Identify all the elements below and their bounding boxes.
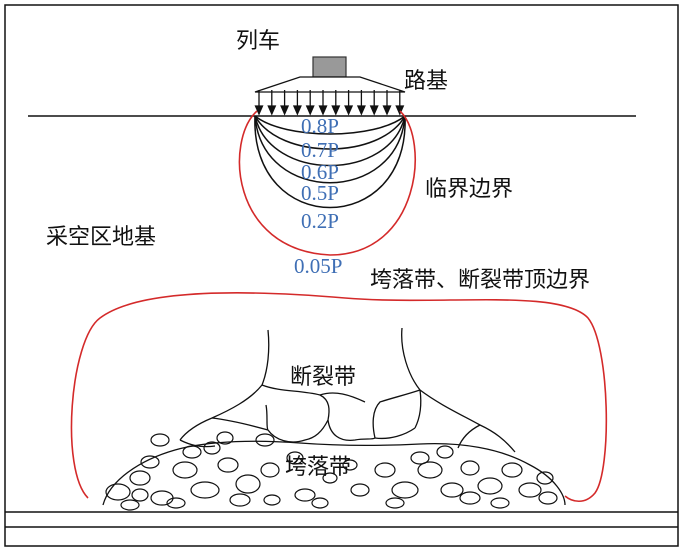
rubble-stone [172,461,198,479]
load-arrow-head [318,105,328,116]
goaf-foundation-label: 采空区地基 [46,225,156,250]
rubble-stone [260,462,280,478]
rubble-stone [105,483,131,501]
rubble-stone [120,499,140,511]
rubble-stone [182,445,202,459]
rubble-stone [518,482,542,498]
stress-bulb-0.6P [254,115,406,167]
stress-bulbs [254,115,406,209]
rubble-stone [166,497,186,509]
rubble-stone [417,461,443,479]
rubble-stone [460,460,480,476]
load-arrow-head [280,105,290,116]
load-arrow-head [356,105,366,116]
rubble-stone [263,494,281,506]
rubble-stone [385,497,405,509]
contour-label-0.2P: 0.2P [301,209,339,233]
rubble-stone [374,462,396,478]
stress-bulb-0.5P [254,115,406,184]
rubble-stone [536,471,554,485]
rubble-stone [129,470,151,486]
critical-boundary-curve [238,110,416,256]
collapse-fracture-top-label: 垮落带、断裂带顶边界 [370,268,590,293]
load-arrow-head [344,105,354,116]
subgrade-embankment [254,76,406,93]
rubble-stone [190,481,220,499]
rubble-stone [203,441,221,455]
rubble-stone [229,493,251,507]
contour-label-0.6P: 0.6P [301,160,339,184]
rubble-stone [131,488,149,502]
rubble-stone [235,474,261,494]
fracture-zone-label: 断裂带 [290,365,356,390]
rubble-stone [490,497,510,509]
diagram-border [4,4,679,547]
load-arrow-head [267,105,277,116]
load-arrow-head [331,105,341,116]
train-load-block [312,56,347,78]
load-arrow-head [292,105,302,116]
contour-label-0.05P: 0.05P [294,254,342,278]
collapse-zone-outline [102,440,566,506]
stress-bulb-0.2P [254,115,406,209]
stress-bulb-0.8P [254,115,406,135]
rubble-stone [150,433,170,447]
train-label: 列车 [236,29,280,54]
rubble-stone [255,433,275,447]
collapse-zone-label: 垮落带 [285,455,351,480]
rubble-stone [150,490,174,506]
rubble-stone [216,431,234,445]
rubble-stone [410,451,430,465]
load-arrow-head [369,105,379,116]
load-arrow-head [305,105,315,116]
rubble-stone [477,477,503,495]
rubble-stone [501,462,523,478]
rubble-stone [350,483,370,497]
rubble-stone [286,451,304,465]
load-arrow-head [382,105,392,116]
load-arrow-head [395,105,405,116]
rubble-stones [105,431,558,511]
rubble-stone [391,481,419,499]
critical-boundary-label: 临界边界 [425,177,513,202]
rubble-stone [538,491,558,505]
subgrade-label: 路基 [404,69,448,94]
contour-label-0.8P: 0.8P [301,114,339,138]
rubble-stone [140,455,160,469]
contour-label-0.7P: 0.7P [301,138,339,162]
stress-bulb-0.7P [254,115,406,150]
rubble-stone [440,482,464,498]
rubble-stone [294,488,316,502]
contour-label-0.5P: 0.5P [301,181,339,205]
rubble-stone [436,445,454,459]
rubble-stone [322,472,338,484]
rubble-stone [342,459,358,471]
rubble-stone [217,457,239,473]
fracture-zone-lines [179,327,516,453]
rubble-stone [311,497,329,509]
load-arrow-head [254,105,264,116]
rubble-stone [459,491,481,505]
load-arrows [254,90,405,116]
collapse-fracture-top-boundary [70,292,608,503]
